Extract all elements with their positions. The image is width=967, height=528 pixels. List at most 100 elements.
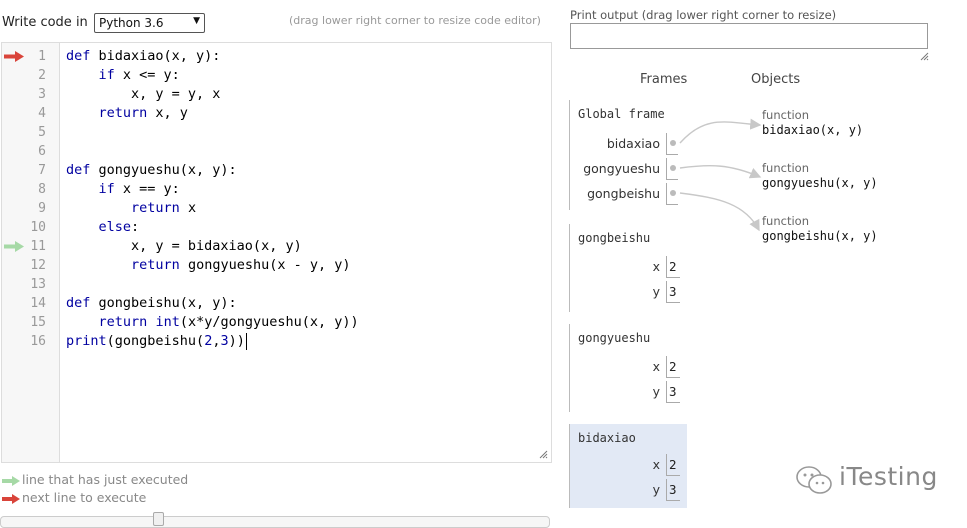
line-number: 1 xyxy=(38,49,46,64)
editor-resize-hint: (drag lower right corner to resize code … xyxy=(289,14,541,27)
object-type: function xyxy=(762,214,809,228)
code-line[interactable]: 12 return gongyueshu(x - y, y) xyxy=(2,256,551,275)
language-select[interactable]: Python 3.6 ▼ xyxy=(94,13,205,33)
legend-next-label: next line to execute xyxy=(22,490,147,505)
objects-header: Objects xyxy=(751,72,801,87)
global-var-row: bidaxiao xyxy=(570,133,688,155)
line-code-text: if x <= y: xyxy=(98,67,180,83)
object-value: bidaxiao(x, y) xyxy=(762,123,864,137)
object-type: function xyxy=(762,108,809,122)
code-line[interactable]: 1 def bidaxiao(x, y): xyxy=(2,47,551,66)
local-var-row: x 2 xyxy=(570,356,688,378)
line-code-text: x, y = bidaxiao(x, y) xyxy=(66,238,302,254)
local-var-row: y 3 xyxy=(570,381,688,403)
resize-grip-icon[interactable] xyxy=(920,52,929,61)
pointer-dot-icon xyxy=(670,140,676,146)
frame-title: bidaxiao xyxy=(578,431,636,445)
line-code-text: def gongbeishu(x, y): xyxy=(66,295,237,311)
green-arrow-icon xyxy=(4,241,24,252)
write-code-label: Write code in xyxy=(2,15,88,30)
chevron-down-icon: ▼ xyxy=(193,16,200,26)
legend-executed-label: line that has just executed xyxy=(22,472,189,487)
code-line[interactable]: 6 xyxy=(2,142,551,161)
language-select-value: Python 3.6 xyxy=(99,16,164,30)
var-name: y xyxy=(652,284,660,299)
code-line[interactable]: 9 return x xyxy=(2,199,551,218)
frame-title: Global frame xyxy=(578,107,665,121)
line-code-text: print(gongbeishu(2,3)) xyxy=(66,332,247,350)
var-value: 2 xyxy=(666,454,680,476)
red-arrow-icon xyxy=(4,51,24,62)
line-code-text: def gongyueshu(x, y): xyxy=(66,162,237,178)
stack-frame-bidaxiao-active: bidaxiao x 2 y 3 xyxy=(569,424,687,508)
pointer-arrow xyxy=(679,164,762,179)
step-slider-track[interactable] xyxy=(0,516,550,528)
resize-grip-icon[interactable] xyxy=(539,450,548,459)
line-number: 6 xyxy=(38,144,46,159)
line-number: 5 xyxy=(38,125,46,140)
global-var-row: gongbeishu xyxy=(570,183,688,205)
var-name: x xyxy=(652,359,660,374)
var-value: 3 xyxy=(666,479,680,501)
code-line[interactable]: 2 if x <= y: xyxy=(2,66,551,85)
line-number: 11 xyxy=(30,239,46,254)
code-line[interactable]: 7 def gongyueshu(x, y): xyxy=(2,161,551,180)
line-code-text: return x xyxy=(131,200,197,216)
function-object: function gongbeishu(x, y) xyxy=(762,214,878,243)
var-value: 2 xyxy=(666,356,680,378)
var-name: y xyxy=(652,482,660,497)
code-line[interactable]: 3 x, y = y, x xyxy=(2,85,551,104)
line-number-gutter xyxy=(2,43,60,462)
line-code-text: if x == y: xyxy=(98,181,180,197)
local-var-row: y 3 xyxy=(570,281,688,303)
code-editor[interactable]: 1 def bidaxiao(x, y): 2 if x <= y:3 x, y =… xyxy=(1,42,552,463)
print-output-label: Print output (drag lower right corner to… xyxy=(570,8,837,22)
var-name: gongbeishu xyxy=(587,186,660,201)
pointer-arrow xyxy=(679,118,762,144)
print-output-box[interactable] xyxy=(570,23,928,49)
local-var-row: x 2 xyxy=(570,256,688,278)
line-code-text: return gongyueshu(x - y, y) xyxy=(131,257,351,273)
code-line[interactable]: 4 return x, y xyxy=(2,104,551,123)
code-line[interactable]: 13 xyxy=(2,275,551,294)
line-code-text: return x, y xyxy=(98,105,188,121)
pointer-cell xyxy=(666,183,678,205)
line-number: 4 xyxy=(38,106,46,121)
var-value: 3 xyxy=(666,281,680,303)
line-number: 12 xyxy=(30,258,46,273)
function-object: function bidaxiao(x, y) xyxy=(762,108,863,137)
step-slider-handle[interactable] xyxy=(153,512,164,526)
text-cursor xyxy=(245,332,247,350)
watermark-text: iTesting xyxy=(839,462,938,491)
green-arrow-icon xyxy=(2,476,20,486)
line-code-text: return int(x*y/gongyueshu(x, y)) xyxy=(98,314,359,330)
var-name: gongyueshu xyxy=(583,161,660,176)
line-code-text: x, y = y, x xyxy=(66,86,221,102)
object-value: gongbeishu(x, y) xyxy=(762,229,878,243)
var-value: 3 xyxy=(666,381,680,403)
wechat-icon xyxy=(796,466,832,494)
line-number: 9 xyxy=(38,201,46,216)
function-object: function gongyueshu(x, y) xyxy=(762,161,878,190)
line-number: 13 xyxy=(30,277,46,292)
frame-title: gongbeishu xyxy=(578,231,651,245)
code-line[interactable]: 10 else: xyxy=(2,218,551,237)
global-frame: Global frame bidaxiao gongyueshu gongbei… xyxy=(569,100,687,210)
code-line[interactable]: 8 if x == y: xyxy=(2,180,551,199)
line-number: 8 xyxy=(38,182,46,197)
pointer-cell xyxy=(666,158,678,180)
frames-header: Frames xyxy=(640,72,688,87)
var-name: y xyxy=(652,384,660,399)
code-line[interactable]: 15 return int(x*y/gongyueshu(x, y)) xyxy=(2,313,551,332)
code-line[interactable]: 11 x, y = bidaxiao(x, y) xyxy=(2,237,551,256)
pointer-dot-icon xyxy=(670,190,676,196)
line-code-text: def bidaxiao(x, y): xyxy=(66,48,221,64)
stack-frame-gongyueshu: gongyueshu x 2 y 3 xyxy=(569,324,687,412)
line-number: 7 xyxy=(38,163,46,178)
red-arrow-icon xyxy=(2,494,20,504)
line-number: 10 xyxy=(30,220,46,235)
local-var-row: x 2 xyxy=(570,454,688,476)
code-line[interactable]: 5 xyxy=(2,123,551,142)
